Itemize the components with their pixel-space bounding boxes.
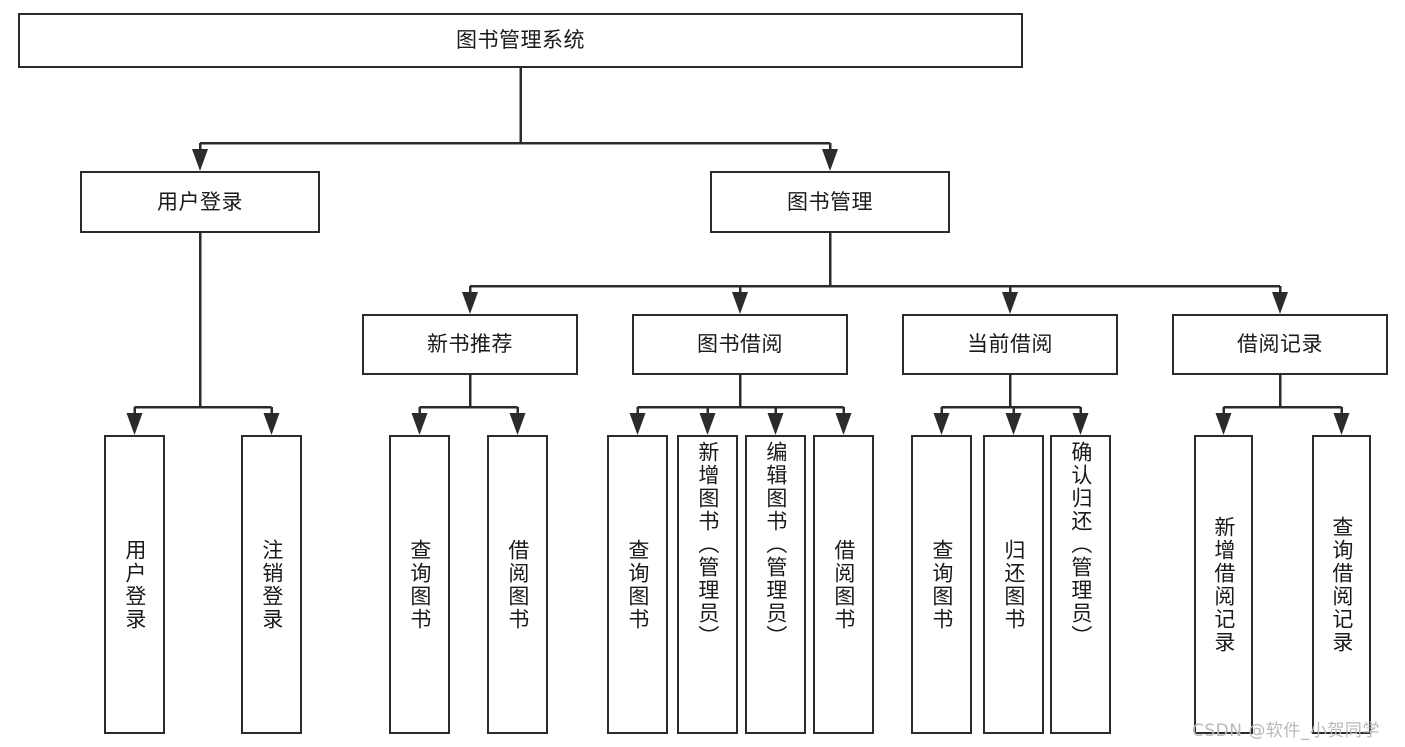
arrow-head-3-1 bbox=[509, 413, 526, 435]
node-label: 用户登录 bbox=[122, 538, 147, 631]
node-leaf-user-login[interactable]: 用户登录 bbox=[104, 435, 165, 734]
node-label: 图书借阅 bbox=[697, 332, 783, 356]
node-label: 用户登录 bbox=[157, 189, 243, 214]
arrow-head-2-2 bbox=[1002, 292, 1018, 314]
arrow-head-6-1 bbox=[1333, 413, 1350, 435]
arrow-head-1-1 bbox=[263, 413, 280, 435]
node-label: 借阅图书 bbox=[505, 538, 530, 631]
arrow-head-2-0 bbox=[462, 292, 478, 314]
node-label: 编辑图书（管理员） bbox=[763, 441, 788, 648]
arrow-head-4-0 bbox=[629, 413, 646, 435]
node-label: 查询图书 bbox=[929, 538, 954, 631]
node-leaf-new-query[interactable]: 查询图书 bbox=[389, 435, 450, 734]
arrow-head-2-1 bbox=[732, 292, 748, 314]
arrow-head-4-3 bbox=[835, 413, 852, 435]
node-root[interactable]: 图书管理系统 bbox=[18, 13, 1023, 68]
node-l2-current[interactable]: 当前借阅 bbox=[902, 314, 1118, 375]
node-leaf-cur-confirm[interactable]: 确认归还（管理员） bbox=[1050, 435, 1111, 734]
arrow-head-4-2 bbox=[767, 413, 784, 435]
node-l1-book[interactable]: 图书管理 bbox=[710, 171, 950, 233]
arrow-head-0-1 bbox=[822, 149, 838, 171]
node-leaf-bw-query[interactable]: 查询图书 bbox=[607, 435, 668, 734]
node-label: 确认归还（管理员） bbox=[1068, 441, 1093, 648]
node-leaf-new-borrow[interactable]: 借阅图书 bbox=[487, 435, 548, 734]
node-l1-user[interactable]: 用户登录 bbox=[80, 171, 320, 233]
node-label: 借阅图书 bbox=[831, 538, 856, 631]
node-leaf-bw-borrow[interactable]: 借阅图书 bbox=[813, 435, 874, 734]
arrow-head-2-3 bbox=[1272, 292, 1288, 314]
arrow-head-1-0 bbox=[126, 413, 143, 435]
node-label: 借阅记录 bbox=[1237, 332, 1323, 356]
arrow-head-5-2 bbox=[1072, 413, 1089, 435]
node-label: 查询借阅记录 bbox=[1329, 515, 1354, 654]
node-label: 图书管理系统 bbox=[456, 28, 585, 52]
arrow-head-5-1 bbox=[1005, 413, 1022, 435]
arrow-head-3-0 bbox=[411, 413, 428, 435]
arrow-head-5-0 bbox=[933, 413, 950, 435]
node-leaf-rec-add[interactable]: 新增借阅记录 bbox=[1194, 435, 1253, 734]
node-leaf-cur-return[interactable]: 归还图书 bbox=[983, 435, 1044, 734]
node-l2-record[interactable]: 借阅记录 bbox=[1172, 314, 1388, 375]
node-label: 新书推荐 bbox=[427, 332, 513, 356]
node-l2-borrow[interactable]: 图书借阅 bbox=[632, 314, 848, 375]
node-label: 注销登录 bbox=[259, 538, 284, 631]
arrow-head-0-0 bbox=[192, 149, 208, 171]
arrow-head-6-0 bbox=[1215, 413, 1232, 435]
node-leaf-bw-edit[interactable]: 编辑图书（管理员） bbox=[745, 435, 806, 734]
node-label: 当前借阅 bbox=[967, 332, 1053, 356]
node-label: 查询图书 bbox=[625, 538, 650, 631]
node-label: 归还图书 bbox=[1001, 538, 1026, 631]
node-leaf-bw-add[interactable]: 新增图书（管理员） bbox=[677, 435, 738, 734]
node-label: 新增图书（管理员） bbox=[695, 441, 720, 648]
node-label: 新增借阅记录 bbox=[1211, 515, 1236, 654]
node-l2-newbook[interactable]: 新书推荐 bbox=[362, 314, 578, 375]
node-leaf-rec-query[interactable]: 查询借阅记录 bbox=[1312, 435, 1371, 734]
node-leaf-cur-query[interactable]: 查询图书 bbox=[911, 435, 972, 734]
arrow-head-4-1 bbox=[699, 413, 716, 435]
node-label: 图书管理 bbox=[787, 189, 873, 214]
node-label: 查询图书 bbox=[407, 538, 432, 631]
node-leaf-user-logout[interactable]: 注销登录 bbox=[241, 435, 302, 734]
